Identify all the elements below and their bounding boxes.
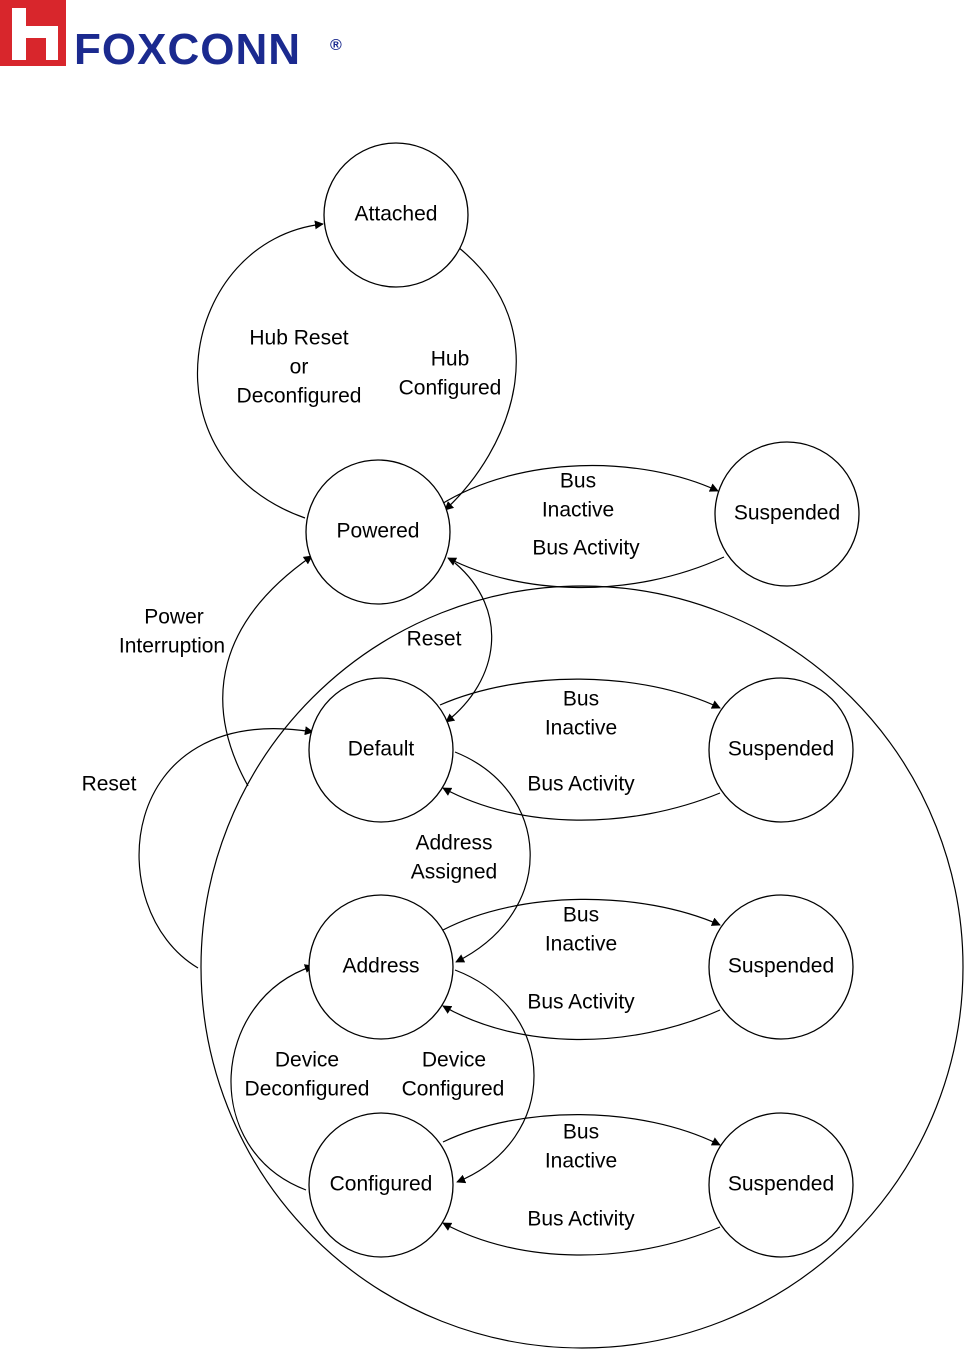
foxconn-mark-icon [0, 0, 66, 66]
bus-inactive-label-line1: Bus [563, 688, 599, 711]
power-interruption-label-line1: Power [144, 606, 204, 629]
bus-activity-label: Bus Activity [527, 991, 635, 1014]
edge-power-interruption [222, 555, 313, 787]
state-default: Default [308, 677, 454, 823]
bus-inactive-label-line2: Inactive [545, 933, 617, 956]
bus-inactive-label-line2: Inactive [542, 499, 614, 522]
reset-inner-label: Reset [407, 628, 462, 651]
state-powered: Powered [305, 459, 451, 605]
powered-substates-boundary [200, 585, 964, 1349]
edge-hub-configured [444, 246, 517, 511]
state-suspended-label: Suspended [734, 502, 840, 525]
state-address-label: Address [342, 955, 419, 978]
bus-inactive-label-line2: Inactive [545, 1150, 617, 1173]
address-assigned-label-line2: Assigned [411, 861, 497, 884]
state-suspended-configured: Suspended [708, 1112, 854, 1258]
edge-reset-outer [138, 726, 314, 969]
device-deconfigured-label-line1: Device [275, 1049, 339, 1072]
edge-address-bus-activity [442, 1005, 721, 1041]
edge-default-bus-activity [442, 787, 721, 821]
edge-powered-bus-activity [447, 556, 725, 589]
state-attached: Attached [323, 142, 469, 288]
foxconn-wordmark: FOXCONN [74, 25, 301, 70]
state-suspended-address: Suspended [708, 894, 854, 1040]
edge-address-assigned [454, 751, 531, 963]
state-suspended-powered: Suspended [714, 441, 860, 587]
device-deconfigured-label-line2: Deconfigured [245, 1078, 370, 1101]
edge-powered-bus-inactive [439, 464, 719, 506]
hub-configured-label-line2: Configured [399, 377, 502, 400]
bus-inactive-label-line1: Bus [563, 1121, 599, 1144]
state-configured: Configured [308, 1112, 454, 1258]
hub-reset-label-line2: or [290, 356, 309, 379]
foxconn-logo: FOXCONN ® [0, 0, 342, 70]
bus-inactive-label-line2: Inactive [545, 717, 617, 740]
hub-reset-label-line1: Hub Reset [249, 327, 348, 350]
state-suspended-default: Suspended [708, 677, 854, 823]
address-assigned-label-line1: Address [415, 832, 492, 855]
edge-hub-reset [196, 220, 324, 519]
edge-address-bus-inactive [442, 898, 721, 931]
edge-reset-powered-default [445, 562, 493, 723]
state-address: Address [308, 894, 454, 1040]
bus-inactive-label-line1: Bus [563, 904, 599, 927]
edge-device-deconfigured [230, 964, 314, 1191]
hub-configured-label-line1: Hub [431, 348, 470, 371]
state-attached-label: Attached [355, 203, 438, 226]
registered-mark: ® [330, 37, 342, 54]
state-default-label: Default [348, 738, 415, 761]
state-configured-label: Configured [330, 1173, 433, 1196]
bus-inactive-label-line1: Bus [560, 470, 596, 493]
edge-device-configured [454, 969, 535, 1184]
edge-default-bus-inactive [439, 678, 721, 709]
bus-activity-label: Bus Activity [527, 773, 635, 796]
device-configured-label-line2: Configured [402, 1078, 505, 1101]
device-configured-label-line1: Device [422, 1049, 486, 1072]
state-suspended-label: Suspended [728, 1173, 834, 1196]
edge-configured-bus-inactive [442, 1114, 721, 1146]
reset-outer-label: Reset [82, 773, 137, 796]
state-suspended-label: Suspended [728, 955, 834, 978]
state-suspended-label: Suspended [728, 738, 834, 761]
edge-configured-bus-activity [442, 1222, 721, 1256]
bus-activity-label: Bus Activity [527, 1208, 635, 1231]
state-powered-label: Powered [337, 520, 420, 543]
power-interruption-label-line2: Interruption [119, 635, 225, 658]
hub-reset-label-line3: Deconfigured [237, 385, 362, 408]
bus-activity-label: Bus Activity [532, 537, 640, 560]
